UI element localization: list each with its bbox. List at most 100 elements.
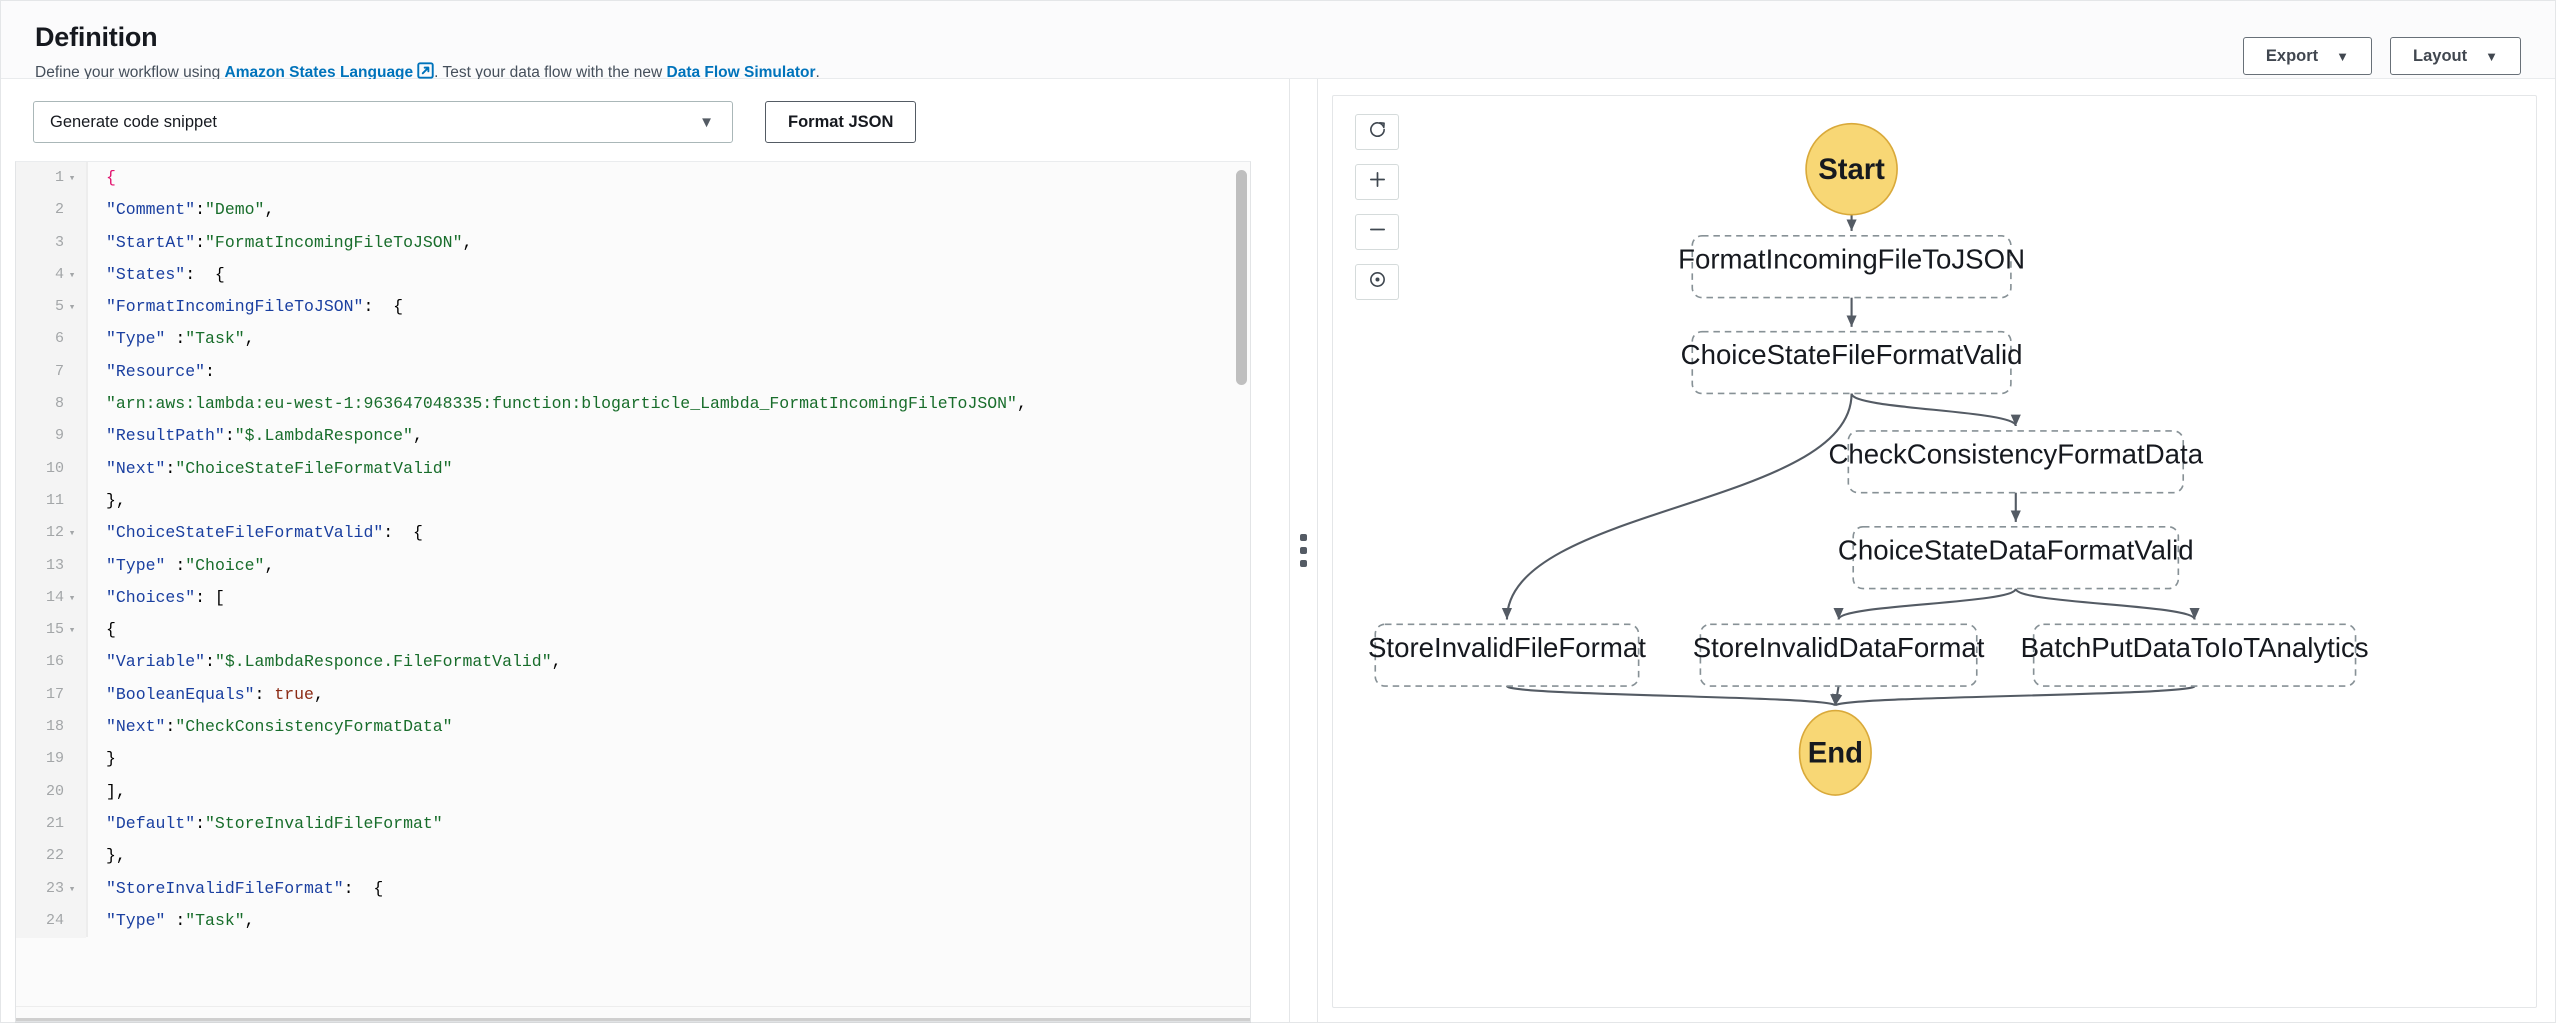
- fold-toggle-icon[interactable]: ▾: [64, 260, 80, 292]
- graph-state-node[interactable]: CheckConsistencyFormatData: [1828, 431, 2203, 493]
- code-text: "Type" :"Task",: [88, 323, 255, 355]
- graph-node-label: BatchPutDataToIoTAnalytics: [2021, 632, 2369, 663]
- fold-toggle-icon[interactable]: ▾: [64, 583, 80, 615]
- code-line[interactable]: 1▾{: [16, 162, 1250, 194]
- code-text: {: [88, 614, 116, 646]
- editor-vertical-scrollbar[interactable]: [1234, 162, 1250, 1021]
- code-text: "ResultPath":"$.LambdaResponce",: [88, 420, 423, 452]
- code-line[interactable]: 3▾"StartAt":"FormatIncomingFileToJSON",: [16, 227, 1250, 259]
- code-text: "Comment":"Demo",: [88, 194, 274, 226]
- line-number: 14▾: [16, 582, 86, 615]
- graph-state-node[interactable]: FormatIncomingFileToJSON: [1678, 236, 2025, 298]
- chevron-down-icon: ▼: [699, 115, 714, 130]
- drag-handle-dots-icon: [1300, 534, 1307, 567]
- graph-node-label: ChoiceStateDataFormatValid: [1838, 534, 2194, 565]
- fold-toggle-icon[interactable]: ▾: [64, 163, 80, 195]
- graph-edge: [1835, 686, 2194, 706]
- export-button[interactable]: Export ▼: [2243, 37, 2372, 75]
- line-number: 15▾: [16, 614, 86, 647]
- layout-button[interactable]: Layout ▼: [2390, 37, 2521, 75]
- code-text: "Next":"CheckConsistencyFormatData": [88, 711, 453, 743]
- pane-resize-handle[interactable]: [1289, 79, 1317, 1022]
- line-number: 24▾: [16, 905, 86, 938]
- panel-body: Generate code snippet ▼ Format JSON 1▾{2…: [1, 79, 2555, 1022]
- code-line[interactable]: 5▾"FormatIncomingFileToJSON": {: [16, 291, 1250, 323]
- code-line[interactable]: 6▾"Type" :"Task",: [16, 323, 1250, 355]
- graph-node-label: Start: [1818, 154, 1885, 186]
- code-line[interactable]: 13▾"Type" :"Choice",: [16, 550, 1250, 582]
- graph-state-node[interactable]: StoreInvalidFileFormat: [1368, 624, 1646, 686]
- fold-toggle-icon[interactable]: ▾: [64, 292, 80, 324]
- code-line[interactable]: 15▾{: [16, 614, 1250, 646]
- code-line[interactable]: 19▾}: [16, 743, 1250, 775]
- graph-canvas[interactable]: StartFormatIncomingFileToJSON ChoiceState…: [1332, 95, 2537, 1008]
- graph-node-label: StoreInvalidDataFormat: [1693, 632, 1985, 663]
- code-line[interactable]: 10▾"Next":"ChoiceStateFileFormatValid": [16, 453, 1250, 485]
- line-number: 5▾: [16, 291, 86, 324]
- line-number: 4▾: [16, 259, 86, 292]
- code-line[interactable]: 11▾},: [16, 485, 1250, 517]
- graph-edge: [1839, 589, 2016, 620]
- fold-toggle-icon[interactable]: ▾: [64, 874, 80, 906]
- line-number: 16▾: [16, 646, 86, 679]
- code-text: "BooleanEquals": true,: [88, 679, 324, 711]
- code-line[interactable]: 4▾"States": {: [16, 259, 1250, 291]
- code-line[interactable]: 22▾},: [16, 840, 1250, 872]
- graph-terminal-node[interactable]: Start: [1806, 124, 1897, 215]
- code-text: },: [88, 840, 126, 872]
- code-line[interactable]: 8▾"arn:aws:lambda:eu-west-1:963647048335…: [16, 388, 1250, 420]
- graph-node-label: StoreInvalidFileFormat: [1368, 632, 1646, 663]
- graph-state-node[interactable]: ChoiceStateDataFormatValid: [1838, 527, 2194, 589]
- fold-toggle-icon[interactable]: ▾: [64, 518, 80, 550]
- line-number: 13▾: [16, 550, 86, 583]
- code-line[interactable]: 7▾"Resource":: [16, 356, 1250, 388]
- line-number: 18▾: [16, 711, 86, 744]
- graph-state-node[interactable]: BatchPutDataToIoTAnalytics: [2021, 624, 2369, 686]
- code-line[interactable]: 2▾"Comment":"Demo",: [16, 194, 1250, 226]
- code-text: "StoreInvalidFileFormat": {: [88, 873, 383, 905]
- page-title: Definition: [35, 23, 2521, 53]
- code-text: {: [88, 162, 116, 194]
- graph-state-node[interactable]: StoreInvalidDataFormat: [1693, 624, 1985, 686]
- code-text: "Choices": [: [88, 582, 225, 614]
- code-line[interactable]: 17▾"BooleanEquals": true,: [16, 679, 1250, 711]
- line-number: 8▾: [16, 388, 86, 421]
- generate-code-snippet-select[interactable]: Generate code snippet ▼: [33, 101, 733, 143]
- fold-toggle-icon[interactable]: ▾: [64, 615, 80, 647]
- line-number: 10▾: [16, 453, 86, 486]
- code-text: },: [88, 485, 126, 517]
- editor-vertical-scrollbar-thumb[interactable]: [1236, 170, 1247, 385]
- editor-pane: Generate code snippet ▼ Format JSON 1▾{2…: [1, 79, 1289, 1022]
- chevron-down-icon: ▼: [2336, 50, 2349, 63]
- snippet-select-value: Generate code snippet: [50, 113, 217, 132]
- line-number: 12▾: [16, 517, 86, 550]
- graph-nodes[interactable]: StartFormatIncomingFileToJSON ChoiceState…: [1368, 124, 2369, 795]
- code-text: "States": {: [88, 259, 225, 291]
- code-line[interactable]: 23▾"StoreInvalidFileFormat": {: [16, 873, 1250, 905]
- code-line[interactable]: 14▾"Choices": [: [16, 582, 1250, 614]
- line-number: 6▾: [16, 323, 86, 356]
- code-line[interactable]: 24▾"Type" :"Task",: [16, 905, 1250, 937]
- code-text: "Variable":"$.LambdaResponce.FileFormatV…: [88, 646, 562, 678]
- code-line[interactable]: 9▾"ResultPath":"$.LambdaResponce",: [16, 420, 1250, 452]
- graph-edge: [1507, 393, 1852, 619]
- graph-node-label: CheckConsistencyFormatData: [1828, 438, 2203, 469]
- graph-terminal-node[interactable]: End: [1800, 711, 1872, 796]
- line-number: 2▾: [16, 194, 86, 227]
- code-line[interactable]: 21▾"Default":"StoreInvalidFileFormat": [16, 808, 1250, 840]
- code-line[interactable]: 12▾"ChoiceStateFileFormatValid": {: [16, 517, 1250, 549]
- editor-bottom-edge: [16, 1018, 1250, 1021]
- code-editor[interactable]: 1▾{2▾"Comment":"Demo",3▾"StartAt":"Forma…: [15, 161, 1251, 1022]
- graph-edge: [1852, 393, 2016, 426]
- format-json-button[interactable]: Format JSON: [765, 101, 916, 143]
- code-line[interactable]: 18▾"Next":"CheckConsistencyFormatData": [16, 711, 1250, 743]
- code-editor-content[interactable]: 1▾{2▾"Comment":"Demo",3▾"StartAt":"Forma…: [16, 162, 1250, 1021]
- code-line[interactable]: 20▾],: [16, 776, 1250, 808]
- code-line[interactable]: 16▾"Variable":"$.LambdaResponce.FileForm…: [16, 646, 1250, 678]
- header-actions: Export ▼ Layout ▼: [2243, 37, 2521, 75]
- graph-state-node[interactable]: ChoiceStateFileFormatValid: [1681, 332, 2023, 394]
- workflow-graph[interactable]: StartFormatIncomingFileToJSON ChoiceState…: [1333, 96, 2536, 811]
- line-number: 17▾: [16, 679, 86, 712]
- line-number: 1▾: [16, 162, 86, 195]
